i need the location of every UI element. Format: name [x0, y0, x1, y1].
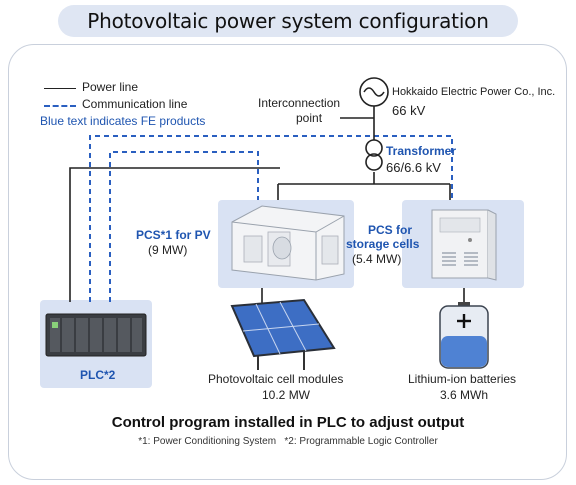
plc-rack-icon: [45, 313, 147, 357]
plc-label: PLC*2: [80, 368, 116, 382]
pcs-storage-label-2: storage cells: [346, 237, 420, 251]
pcs-pv-label: PCS*1 for PV: [136, 228, 211, 242]
footer-footnotes: *1: Power Conditioning System *2: Progra…: [138, 436, 438, 447]
legend-power-line-swatch: [44, 88, 76, 89]
pcs-pv-capacity: (9 MW): [148, 243, 188, 257]
transformer-icon: [365, 139, 383, 171]
transformer-label: Transformer: [386, 144, 457, 158]
pv-modules-capacity: 10.2 MW: [262, 388, 311, 402]
batteries-capacity: 3.6 MWh: [440, 388, 489, 402]
pcs-storage-label-1: PCS for: [368, 223, 413, 237]
title-bar: Photovoltaic power system configuration: [58, 5, 518, 37]
transformer-rating: 66/6.6 kV: [386, 160, 441, 175]
interconnection-label: Interconnection: [258, 96, 341, 110]
pcs-storage-capacity: (5.4 MW): [352, 252, 402, 266]
pcs-cabinet-icon: [231, 205, 345, 281]
utility-name: Hokkaido Electric Power Co., Inc.: [392, 86, 556, 98]
legend-power-line: Power line: [82, 80, 139, 94]
legend-communication-line-swatch: [44, 105, 76, 107]
legend-communication-line: Communication line: [82, 97, 188, 111]
pv-modules-label: Photovoltaic cell modules: [208, 372, 344, 386]
legend-fe-note: Blue text indicates FE products: [40, 114, 206, 128]
footer-headline: Control program installed in PLC to adju…: [111, 414, 465, 431]
utility-voltage: 66 kV: [392, 103, 426, 118]
storage-cabinet-icon: [431, 209, 497, 281]
solar-panel-icon: [230, 298, 336, 370]
battery-icon: [439, 302, 489, 369]
interconnection-point-label: point: [296, 111, 323, 125]
ac-source-icon: [359, 77, 389, 107]
batteries-label: Lithium-ion batteries: [408, 372, 517, 386]
communication-lines: [89, 135, 453, 302]
page-title: Photovoltaic power system configuration: [87, 9, 489, 33]
